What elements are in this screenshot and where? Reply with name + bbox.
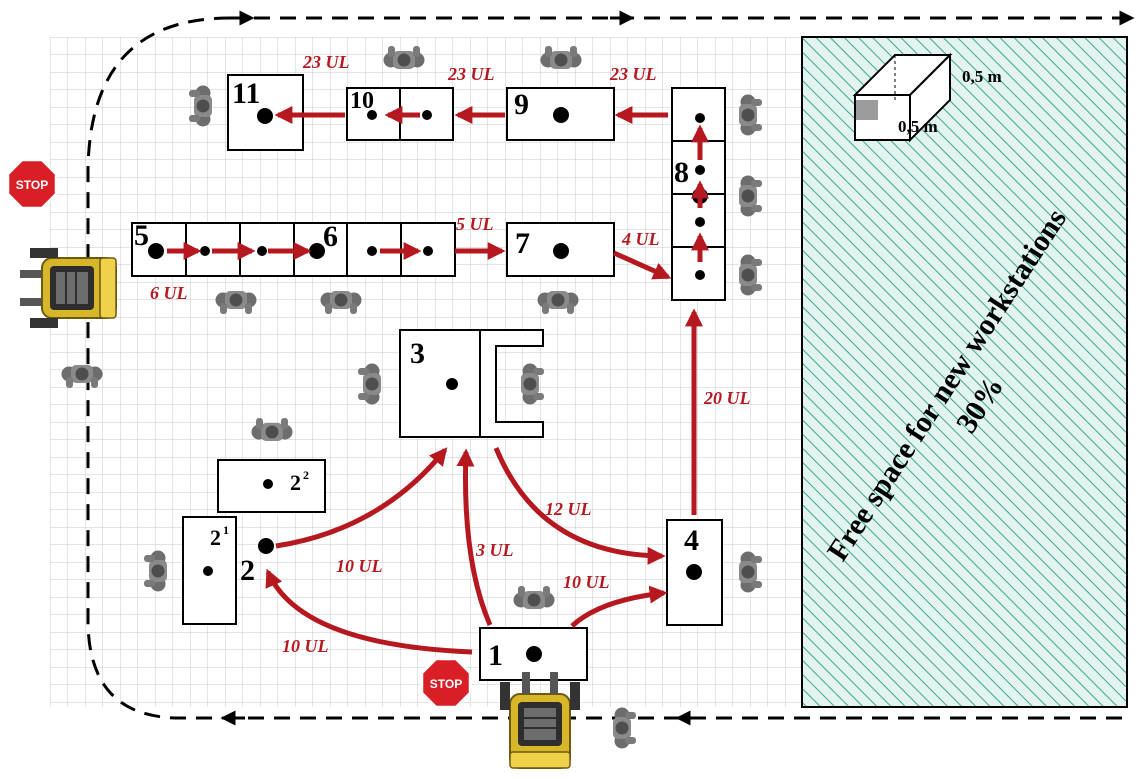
station-3-box (399, 329, 481, 438)
flow-label-7-8: 4 UL (621, 229, 660, 249)
station-1-label: 1 (488, 639, 503, 672)
stop-sign-left: STOP (6, 158, 58, 210)
arrow-2-to-3 (275, 447, 448, 549)
forklift-icon-left (19, 247, 117, 329)
worker-icon (613, 707, 636, 749)
station-dots (148, 107, 708, 662)
station-3-label: 3 (410, 337, 425, 370)
station-10-label: 10 (350, 88, 374, 114)
stop-sign-bottom-text: STOP (430, 677, 462, 691)
arrow-1-to-2 (265, 568, 473, 655)
flow-label-6-7: 5 UL (456, 214, 494, 234)
station-2-label: 2 (240, 554, 255, 587)
arrow-3-to-4 (493, 447, 666, 565)
flow-label-4-8: 20 UL (703, 388, 751, 408)
flow-label-5-6: 6 UL (150, 283, 188, 303)
station-2-1-sup: 1 (223, 523, 229, 537)
station-2-2-box (217, 459, 326, 513)
station-9-label: 9 (514, 88, 529, 121)
station-7-label: 7 (515, 227, 530, 260)
transport-route (86, 16, 1128, 720)
station-2-2-label: 2 (290, 470, 301, 495)
arrow-1-to-4 (570, 585, 668, 628)
flow-label-8-9: 23 UL (609, 64, 657, 84)
stop-sign-left-text: STOP (16, 178, 48, 192)
station-11-label: 11 (232, 77, 260, 110)
arrow-1-to-3 (456, 448, 493, 626)
flow-label-1-3: 3 UL (475, 540, 514, 560)
stop-sign-bottom: STOP (420, 657, 472, 709)
dimension-depth-label: 0,5 m (898, 117, 938, 136)
flow-label-3-4: 12 UL (545, 499, 592, 519)
station-2-1-label: 2 (210, 525, 221, 550)
station-8-label: 8 (674, 156, 689, 189)
flow-arrows (167, 106, 709, 655)
flow-label-2-3: 10 UL (336, 556, 383, 576)
arrow-7-to-8 (612, 250, 672, 280)
station-3-conveyor (479, 329, 544, 438)
dimension-width-label: 0,5 m (962, 67, 1002, 86)
cube-dimension-icon (852, 52, 953, 143)
flow-label-10-11: 23 UL (302, 52, 350, 72)
station-4-label: 4 (684, 524, 699, 557)
station-5-label: 5 (134, 219, 149, 252)
station-6-label: 6 (323, 220, 338, 253)
flow-label-9-10: 23 UL (447, 64, 495, 84)
flow-label-1-2: 10 UL (282, 636, 329, 656)
station-2-2-sup: 2 (303, 468, 309, 482)
free-space-area (801, 36, 1128, 708)
flow-label-1-4: 10 UL (563, 572, 610, 592)
